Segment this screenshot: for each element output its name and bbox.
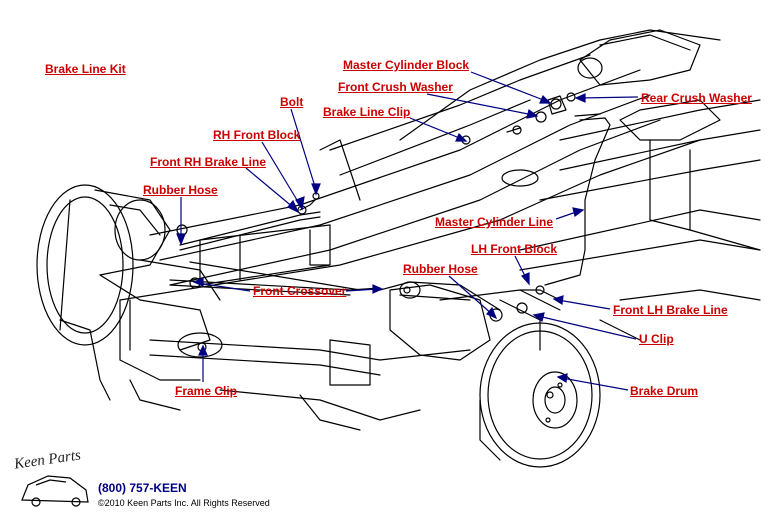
master-cylinder-block-label[interactable]: Master Cylinder Block: [343, 58, 470, 72]
rubber-hose-right-label[interactable]: Rubber Hose: [403, 262, 478, 276]
copyright-notice: ©2010 Keen Parts Inc. All Rights Reserve…: [98, 498, 270, 508]
lh-front-block-label[interactable]: LH Front Block: [471, 242, 557, 256]
phone-number: (800) 757-KEEN: [98, 481, 187, 495]
front-crush-washer-label[interactable]: Front Crush Washer: [338, 80, 453, 94]
bolt-label[interactable]: Bolt: [280, 95, 304, 109]
rear-crush-washer-label[interactable]: Rear Crush Washer: [641, 91, 752, 105]
front-rh-brake-line-label[interactable]: Front RH Brake Line: [150, 155, 267, 169]
u-clip-label[interactable]: U Clip: [639, 332, 674, 346]
logo-car: [21, 475, 89, 507]
front-crossover-label[interactable]: Front Crossover: [253, 284, 347, 298]
brake-drum-label[interactable]: Brake Drum: [630, 384, 699, 398]
frame-clip-label[interactable]: Frame Clip: [175, 384, 238, 398]
brake-line-kit-label[interactable]: Brake Line Kit: [45, 62, 126, 76]
front-lh-brake-line-label[interactable]: Front LH Brake Line: [613, 303, 728, 317]
brake-line-clip-label[interactable]: Brake Line Clip: [323, 105, 411, 119]
master-cylinder-line-label[interactable]: Master Cylinder Line: [435, 215, 554, 229]
rubber-hose-left-label[interactable]: Rubber Hose: [143, 183, 218, 197]
rh-front-block-label[interactable]: RH Front Block: [213, 128, 301, 142]
